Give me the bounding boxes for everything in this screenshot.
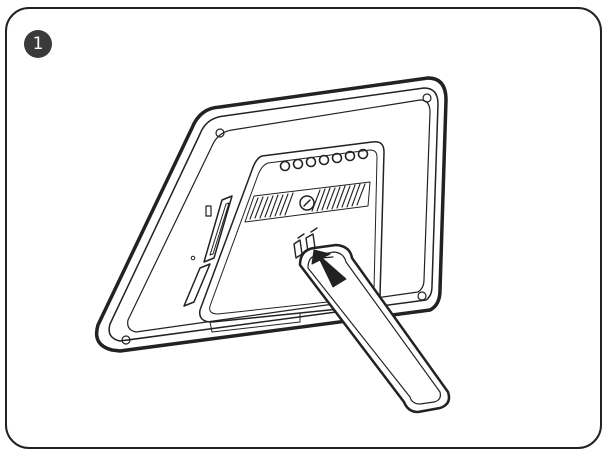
photo-frame-icon xyxy=(94,76,448,353)
step-number-badge: 1 xyxy=(24,30,52,58)
instruction-panel xyxy=(5,7,602,449)
arrow-icon xyxy=(311,249,347,288)
